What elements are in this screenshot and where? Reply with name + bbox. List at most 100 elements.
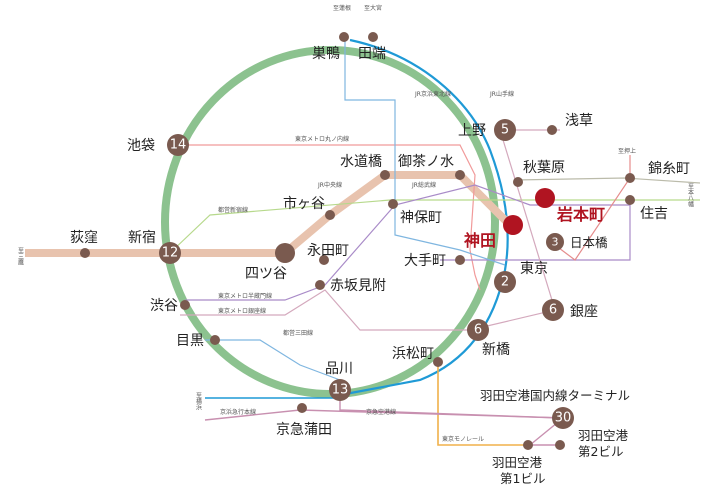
node-suidobashi xyxy=(380,170,390,180)
badge-nihombashi-text: 3 xyxy=(552,236,559,249)
badge-haneda-domestic-text: 30 xyxy=(555,411,572,426)
marunouchi-line xyxy=(175,144,481,291)
station-otemachi: 大手町 xyxy=(404,253,446,269)
station-asakusa: 浅草 xyxy=(565,113,593,129)
station-haneda-t2-line1: 羽田空港 xyxy=(578,428,629,443)
station-iwamotocho: 岩本町 xyxy=(556,205,605,224)
station-jimbocho: 神保町 xyxy=(400,210,442,226)
badge-ikebukuro xyxy=(167,134,189,156)
node-iwamotocho xyxy=(535,188,555,208)
badge-shinagawa xyxy=(329,379,351,401)
dir-to-oshiage: 至押上 xyxy=(618,147,636,155)
node-tabata xyxy=(368,32,378,42)
node-asakusa xyxy=(547,125,557,135)
station-ichigaya: 市ヶ谷 xyxy=(283,195,325,212)
label-mita: 都営三田線 xyxy=(283,329,313,337)
station-suidobashi: 水道橋 xyxy=(340,154,382,170)
node-keikyu-kamata xyxy=(297,403,307,413)
node-meguro xyxy=(210,335,220,345)
node-nagatacho xyxy=(319,255,329,265)
node-otemachi xyxy=(455,255,465,265)
badge-shinjuku-text: 12 xyxy=(162,246,179,261)
station-sumiyoshi: 住吉 xyxy=(640,206,668,222)
badge-nihombashi xyxy=(546,233,564,251)
badge-shimbashi xyxy=(467,319,489,341)
station-nihombashi: 日本橋 xyxy=(570,235,608,250)
dir-to-hasune: 至蓮根 xyxy=(333,4,351,12)
station-haneda-t1-line1: 羽田空港 xyxy=(492,455,543,470)
badge-ginza xyxy=(542,299,564,321)
station-haneda-t2-line2: 第2ビル xyxy=(578,444,623,459)
station-shimbashi: 新橋 xyxy=(482,342,510,358)
node-sugamo xyxy=(339,32,349,42)
node-hamamatsucho xyxy=(433,357,443,367)
label-keikyu-airport: 京急空港線 xyxy=(366,408,396,416)
badge-shinjuku xyxy=(159,242,181,264)
node-akasakamitsuke xyxy=(315,280,325,290)
label-hanzomon: 東京メトロ半蔵門線 xyxy=(218,292,272,300)
node-kinshicho xyxy=(625,173,635,183)
badge-haneda-domestic xyxy=(552,407,574,429)
badge-tokyo xyxy=(494,271,516,293)
station-ochanomizu: 御茶ノ水 xyxy=(398,154,454,170)
hanzomon-line xyxy=(185,184,631,301)
dir-to-motoyawata: 至本八幡 xyxy=(687,183,694,208)
keihin-tohoku-line xyxy=(339,38,509,397)
station-tabata: 田端 xyxy=(358,46,386,62)
station-sugamo: 巣鴨 xyxy=(312,46,340,62)
node-jimbocho xyxy=(388,199,398,209)
station-nagatacho: 永田町 xyxy=(307,243,349,259)
station-akasakamitsuke: 赤坂見附 xyxy=(330,278,386,294)
ginza-line xyxy=(180,129,560,331)
label-chuo: JR中央線 xyxy=(317,181,342,189)
node-haneda-t2 xyxy=(555,440,565,450)
label-yamanote: JR山手線 xyxy=(489,90,514,98)
badge-ueno xyxy=(494,119,516,141)
station-haneda-domestic: 羽田空港国内線ターミナル xyxy=(480,388,630,403)
numbered-nodes: 5 14 3 12 2 6 6 13 30 xyxy=(159,119,574,429)
station-kinshicho: 錦糸町 xyxy=(648,160,690,177)
station-meguro: 目黒 xyxy=(176,333,204,349)
badge-ginza-text: 6 xyxy=(549,303,557,318)
asakusa-line xyxy=(554,155,631,261)
station-akihabara: 秋葉原 xyxy=(523,160,565,176)
monorail-line xyxy=(437,365,528,446)
station-haneda-t1-line2: 第1ビル xyxy=(500,471,545,486)
badge-shimbashi-text: 6 xyxy=(474,323,482,338)
station-ginza: 銀座 xyxy=(570,304,598,320)
station-shibuya: 渋谷 xyxy=(150,298,178,314)
station-yotsuya: 四ツ谷 xyxy=(245,266,287,282)
station-hamamatsucho: 浜松町 xyxy=(392,346,434,362)
dir-to-yokohama: 至横浜 xyxy=(195,392,202,411)
station-kanda: 神田 xyxy=(464,231,496,250)
badge-ueno-text: 5 xyxy=(501,123,509,138)
node-shibuya xyxy=(180,300,190,310)
badge-ikebukuro-text: 14 xyxy=(170,138,187,153)
label-marunouchi: 東京メトロ丸ノ内線 xyxy=(295,135,349,143)
node-kanda xyxy=(503,215,523,235)
label-sobu: JR総武線 xyxy=(411,181,436,189)
station-ikebukuro: 池袋 xyxy=(127,138,155,154)
label-shinjuku-line: 都営新宿線 xyxy=(218,206,248,214)
node-akihabara xyxy=(513,177,523,187)
node-ichigaya xyxy=(325,210,335,220)
node-haneda-t1 xyxy=(523,440,533,450)
label-keikyu-main: 京浜急行本線 xyxy=(220,408,256,416)
sobu-east-line xyxy=(514,177,701,184)
mita-line xyxy=(344,38,506,266)
station-shinjuku: 新宿 xyxy=(128,229,156,246)
node-ochanomizu xyxy=(455,170,465,180)
toei-shinjuku-line xyxy=(169,199,700,254)
node-ogikubo xyxy=(80,248,90,258)
mita-south-line xyxy=(205,339,341,381)
label-ginza-line: 東京メトロ銀座線 xyxy=(218,307,266,315)
node-yotsuya xyxy=(275,243,295,263)
station-tokyo: 東京 xyxy=(520,261,548,277)
small-nodes xyxy=(80,32,635,450)
station-shinagawa: 品川 xyxy=(325,361,353,377)
station-keikyu-kamata: 京急蒲田 xyxy=(276,422,332,438)
station-ueno: 上野 xyxy=(458,123,486,139)
badge-tokyo-text: 2 xyxy=(501,275,509,290)
